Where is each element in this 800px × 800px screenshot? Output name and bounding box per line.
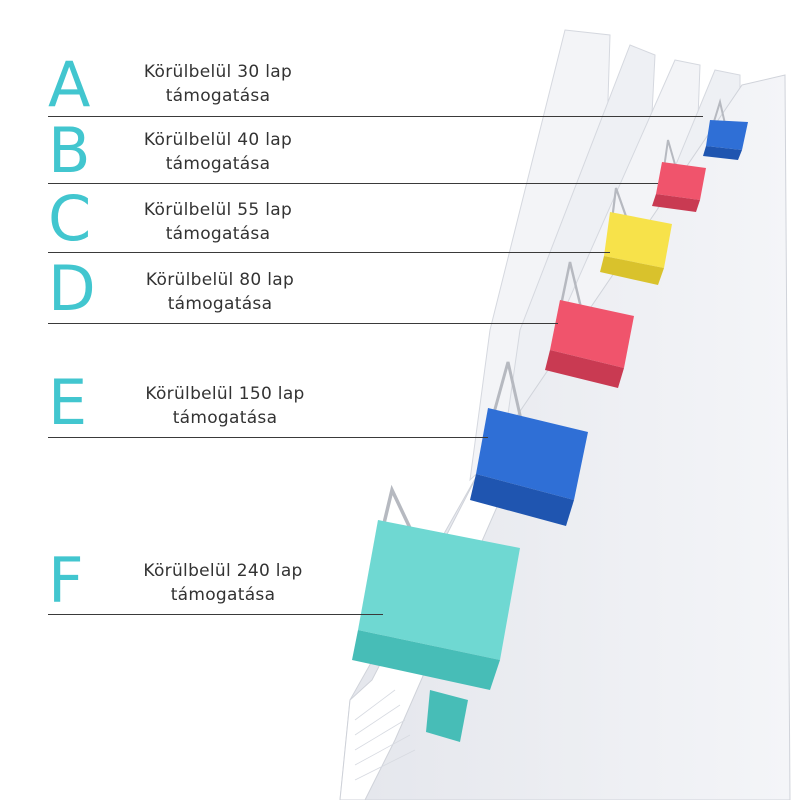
divider-line [48, 183, 658, 184]
divider-line [48, 252, 610, 253]
binder-clip-a [703, 98, 748, 160]
capacity-label-line2: támogatása [170, 585, 276, 605]
capacity-label-line1: Körülbelül 150 lap [145, 384, 305, 404]
binder-clip-d [545, 261, 634, 388]
capacity-row-b: B Körülbelül 40 lap támogatása [48, 114, 658, 187]
capacity-label-line2: támogatása [165, 224, 271, 244]
capacity-row-e: E Körülbelül 150 lap támogatása [48, 370, 578, 440]
binder-clip-b [652, 139, 706, 212]
divider-line [48, 116, 703, 117]
divider-line [48, 614, 383, 615]
capacity-label-line1: Körülbelül 55 lap [143, 200, 293, 220]
capacity-row-d: D Körülbelül 80 lap támogatása [48, 258, 578, 324]
capacity-label-line2: támogatása [165, 86, 271, 106]
capacity-label-line1: Körülbelül 80 lap [145, 270, 295, 290]
capacity-label-line1: Körülbelül 240 lap [143, 561, 303, 581]
divider-line [48, 437, 488, 438]
capacity-row-f: F Körülbelül 240 lap támogatása [48, 546, 578, 616]
size-letter: C [48, 182, 92, 255]
capacity-label-line2: támogatása [172, 408, 278, 428]
capacity-label-line1: Körülbelül 30 lap [143, 62, 293, 82]
binder-clip-c [600, 187, 672, 285]
capacity-label-line2: támogatása [167, 294, 273, 314]
size-letter: A [48, 48, 91, 121]
size-letter: B [48, 114, 91, 187]
divider-line [48, 323, 558, 324]
capacity-label-line2: támogatása [165, 154, 271, 174]
size-letter: F [48, 544, 84, 617]
capacity-row-c: C Körülbelül 55 lap támogatása [48, 182, 610, 255]
size-letter: D [48, 252, 96, 325]
binder-clip-f [352, 484, 520, 742]
capacity-row-a: A Körülbelül 30 lap támogatása [48, 48, 703, 121]
size-letter: E [48, 366, 88, 439]
capacity-label-line1: Körülbelül 40 lap [143, 130, 293, 150]
binder-clip-e [470, 361, 588, 526]
